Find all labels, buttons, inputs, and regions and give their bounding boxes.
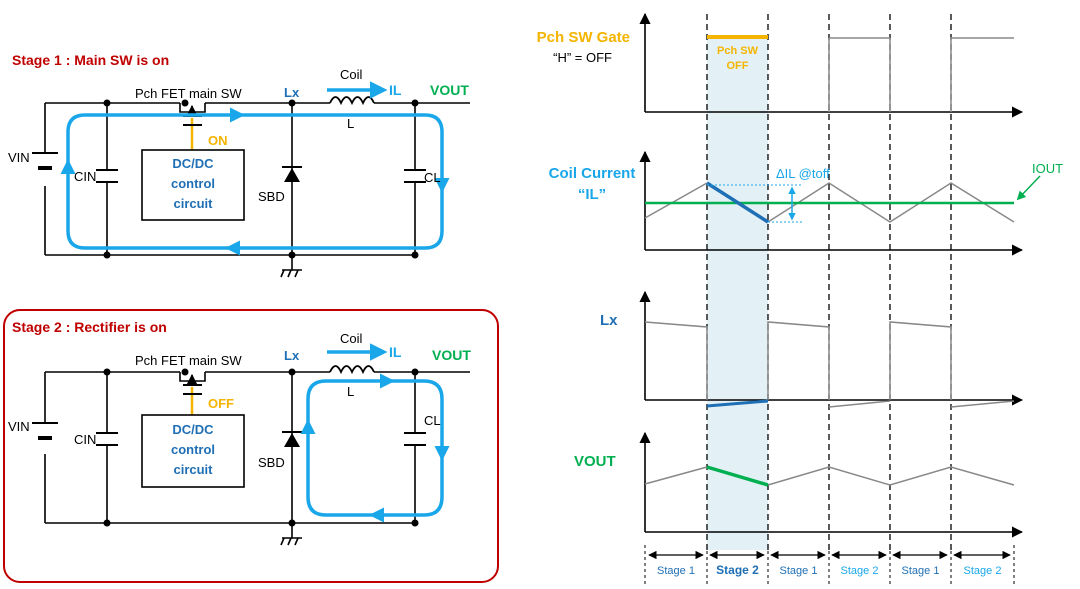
stage1-sbd-label: SBD <box>258 189 285 204</box>
vout-ramp-rest <box>767 466 1015 486</box>
stage1-cl-label: CL <box>424 170 441 185</box>
stage1-nodes <box>103 99 419 259</box>
stage1-wires <box>44 102 470 270</box>
gate-sub-label: “H” = OFF <box>553 50 612 65</box>
vout-ramp-1 <box>644 466 708 485</box>
stage1-lx-label: Lx <box>284 85 300 100</box>
stage2-l-label: L <box>347 384 354 399</box>
stage1-controller-line2: control <box>171 176 215 191</box>
gate-label: Pch SW Gate <box>537 29 630 46</box>
stage2-controller-line3: circuit <box>173 462 213 477</box>
il-delta-guides <box>707 184 802 223</box>
stage2-state-label: OFF <box>208 396 234 411</box>
stage2-shaded-band <box>707 38 768 550</box>
stage2-battery <box>32 422 58 440</box>
stage2-fet-label: Pch FET main SW <box>135 353 242 368</box>
stage1-inductor <box>329 96 375 106</box>
stage1-title: Stage 1 : Main SW is on <box>12 52 169 68</box>
lx-pulse-2 <box>767 321 830 400</box>
lx-neg-highlight <box>706 399 769 408</box>
lx-neg-2 <box>828 400 891 408</box>
stage1-state-label: ON <box>208 133 228 148</box>
il-delta-label: ΔIL @toff <box>776 166 830 181</box>
lx-neg-3 <box>950 400 1015 408</box>
stage2-inductor <box>329 365 375 375</box>
stage2-cl-label: CL <box>424 413 441 428</box>
stage2-caps <box>96 432 426 446</box>
stage-label-5: Stage 1 <box>902 565 940 577</box>
stage2-il-label: IL <box>389 344 402 360</box>
stage2-nodes <box>103 368 419 527</box>
stage2-loop-arrows <box>300 373 450 523</box>
timing-axes <box>639 12 1024 538</box>
stage1-il-label: IL <box>389 82 402 98</box>
il-ramp-rest <box>767 182 1015 223</box>
stage1-current-loop <box>66 113 444 250</box>
stage-label-3: Stage 1 <box>780 565 818 577</box>
stage1-ground <box>280 269 302 278</box>
stage1-controller-box <box>141 149 245 221</box>
coil-label-line2: “IL” <box>578 186 606 203</box>
stage2-coil-label: Coil <box>340 331 363 346</box>
stage2-frame <box>3 309 499 583</box>
stage2-diode <box>282 431 302 447</box>
vout-label: VOUT <box>574 453 616 470</box>
stage2-current-loop <box>306 379 444 517</box>
stage1-l-label: L <box>347 116 354 131</box>
il-ramp-1 <box>644 182 708 219</box>
stage2-sbd-label: SBD <box>258 455 285 470</box>
stage-label-1: Stage 1 <box>657 565 695 577</box>
stage2-fet <box>179 372 206 386</box>
iout-pointer <box>1016 175 1041 201</box>
stage-label-6: Stage 2 <box>964 565 1002 577</box>
stage1-loop-arrows <box>60 107 450 256</box>
stage-label-4: Stage 2 <box>841 565 879 577</box>
stage2-controller-line2: control <box>171 442 215 457</box>
iout-label: IOUT <box>1032 161 1063 176</box>
stage1-diode <box>282 166 302 182</box>
stage2-cin-label: CIN <box>74 432 96 447</box>
stage1-controller-line3: circuit <box>173 196 213 211</box>
stage1-cin-label: CIN <box>74 169 96 184</box>
vout-fall-highlight <box>706 465 769 487</box>
lx-pulse-1 <box>644 321 708 400</box>
gate-off-label-line1: Pch SW <box>717 45 759 57</box>
lx-label: Lx <box>600 312 618 329</box>
stage2-controller-box <box>141 414 245 488</box>
stage2-vin-label: VIN <box>8 419 30 434</box>
stage1-caps <box>96 169 426 183</box>
stage1-fet-label: Pch FET main SW <box>135 86 242 101</box>
lx-pulse-3 <box>889 321 952 400</box>
stage2-lx-label: Lx <box>284 348 300 363</box>
stage2-title: Stage 2 : Rectifier is on <box>12 319 167 335</box>
stage1-coil-label: Coil <box>340 67 363 82</box>
coil-label-line1: Coil Current <box>549 165 636 182</box>
stage1-battery <box>32 152 58 170</box>
stage2-vout-label: VOUT <box>432 347 471 363</box>
stage-label-2: Stage 2 <box>716 563 759 577</box>
stage2-controller-line1: DC/DC <box>172 422 214 437</box>
gate-off-label-line2: OFF <box>727 60 749 72</box>
stage-bottom-dividers <box>644 545 1015 585</box>
il-fall-highlight <box>706 181 769 224</box>
gate-high-pulse-3 <box>950 37 1014 112</box>
stage1-circuit: Stage 1 : Main SW is on <box>8 52 470 278</box>
timing-diagram: Pch SW OFF Pch SW Gate “H” = OFF ΔIL @to… <box>537 12 1063 585</box>
stage2-ground <box>280 537 302 546</box>
stage1-vin-label: VIN <box>8 150 30 165</box>
stage1-vout-label: VOUT <box>430 82 469 98</box>
stage1-controller-line1: DC/DC <box>172 156 214 171</box>
stage2-circuit: Stage 2 : Rectifier is on <box>3 309 499 583</box>
